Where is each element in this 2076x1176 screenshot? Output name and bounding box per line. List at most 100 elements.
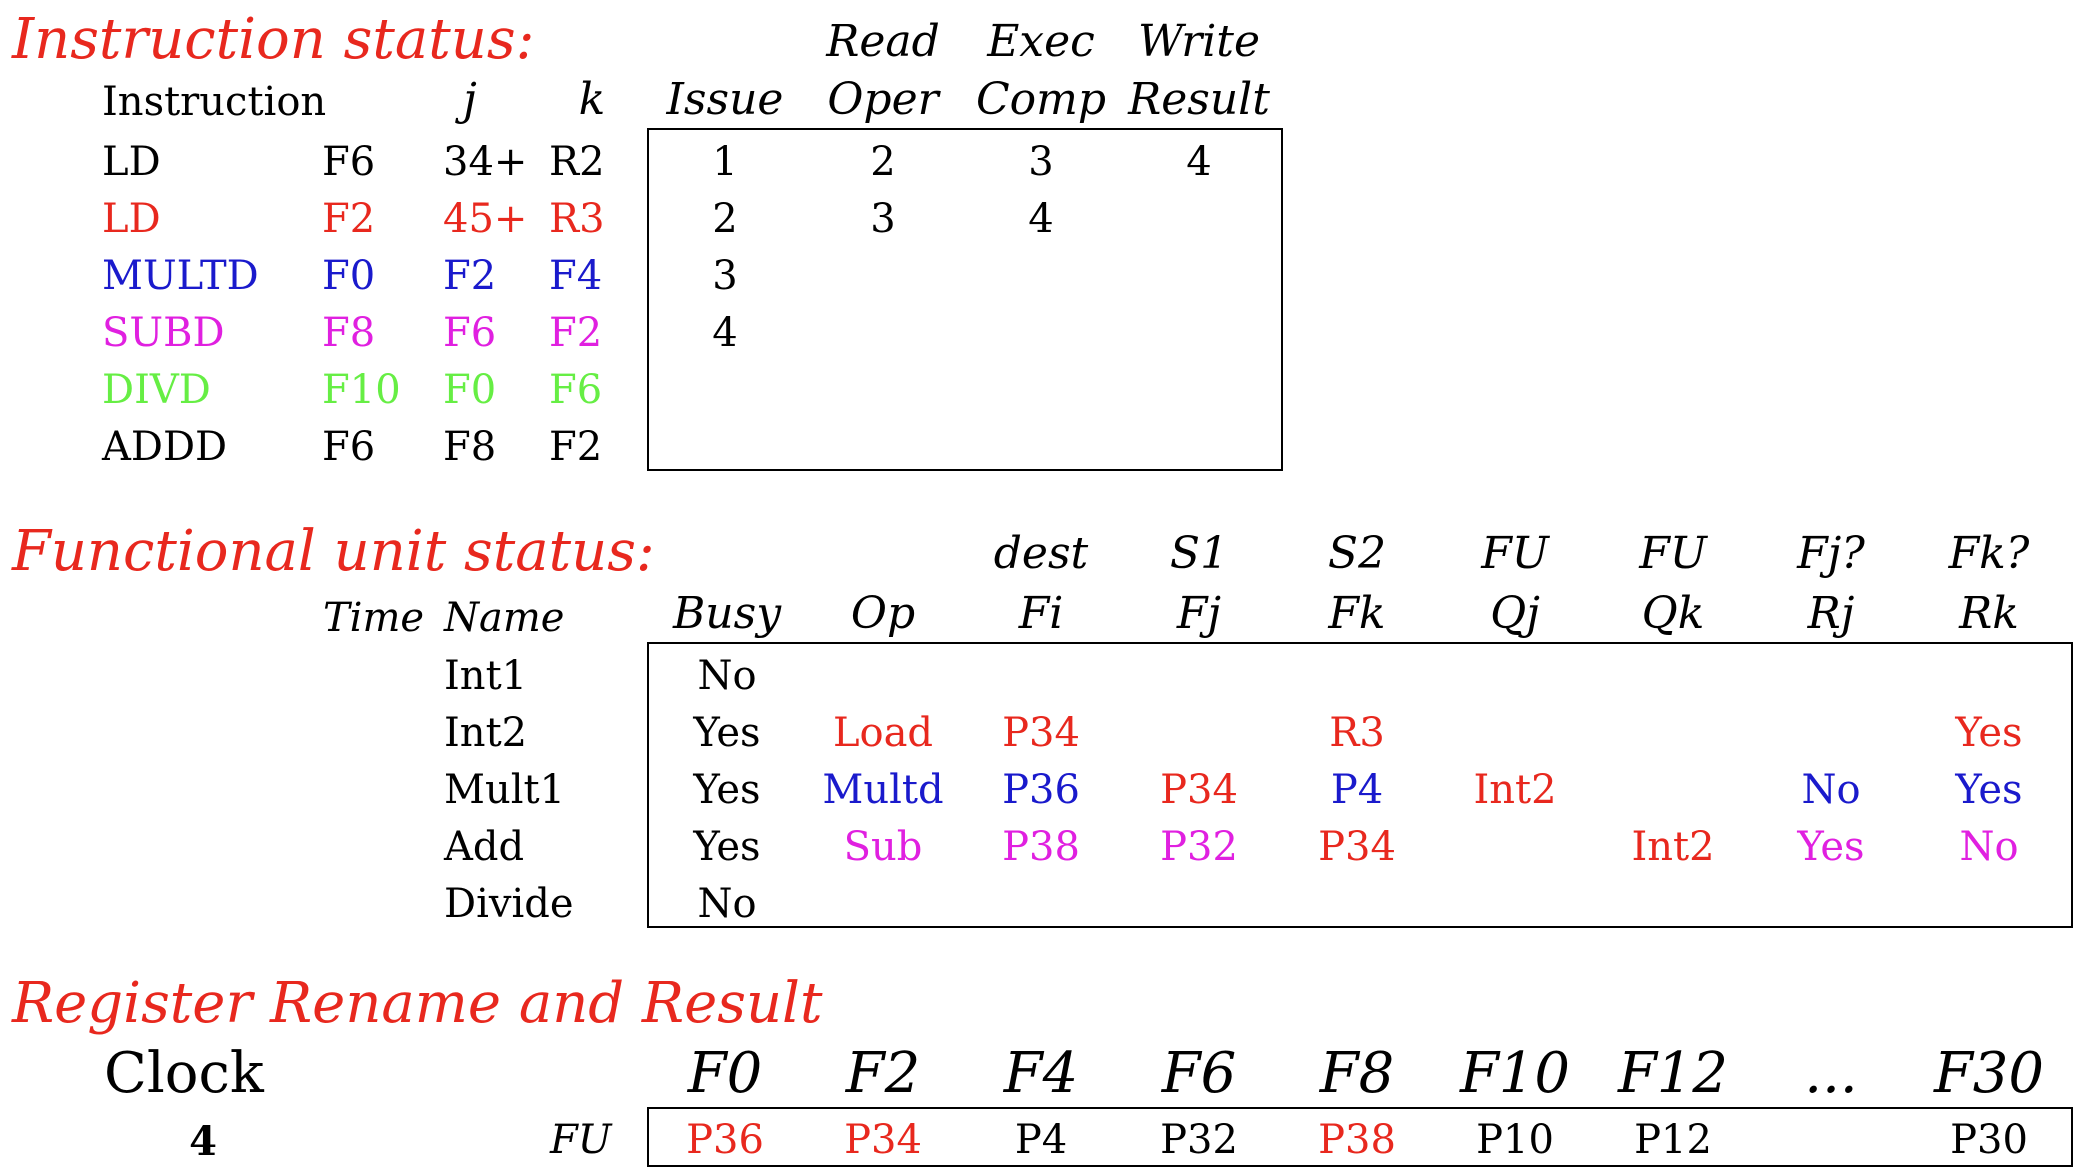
register-value: P30 — [1950, 1117, 2028, 1163]
register-header: F10 — [1459, 1041, 1571, 1106]
fu-busy: Yes — [693, 767, 761, 813]
fu-qk: Int2 — [1631, 824, 1715, 870]
fu-rj: Yes — [1797, 824, 1865, 870]
fu-busy: Yes — [693, 824, 761, 870]
instr-j: 34+ — [443, 139, 528, 185]
clock-value: 4 — [189, 1118, 217, 1165]
instr-op: SUBD — [102, 310, 225, 356]
instr-bottom-header-result: Result — [1128, 74, 1270, 125]
fu-fi: P34 — [1002, 710, 1080, 756]
fu-bottom-header-fk: Fk — [1328, 588, 1386, 639]
fu-fj: P34 — [1160, 767, 1238, 813]
time-col-header: Time — [323, 595, 425, 641]
fu-bottom-header-qj: Qj — [1490, 588, 1540, 639]
instr-op: MULTD — [102, 253, 259, 299]
instr-bottom-header-oper: Oper — [827, 74, 939, 125]
register-header: F30 — [1933, 1041, 2045, 1106]
instr-exec-cycle: 4 — [1028, 196, 1054, 242]
name-col-header: Name — [444, 595, 565, 641]
instr-exec-cycle: 3 — [1028, 139, 1054, 185]
fu-op: Sub — [843, 824, 923, 870]
instr-op: ADDD — [102, 424, 228, 470]
register-value: P34 — [844, 1117, 922, 1163]
fu-fi: P36 — [1002, 767, 1080, 813]
register-header: F12 — [1617, 1041, 1729, 1106]
fu-rj: No — [1801, 767, 1861, 813]
register-value: P10 — [1476, 1117, 1554, 1163]
register-rename-title: Register Rename and Result — [12, 971, 823, 1036]
instr-issue-cycle: 4 — [712, 310, 738, 356]
fu-name: Mult1 — [444, 767, 566, 813]
fu-fj: P32 — [1160, 824, 1238, 870]
instr-top-header-exec: Exec — [987, 16, 1095, 67]
j-col-header: j — [463, 74, 477, 125]
fu-bottom-header-fi: Fi — [1018, 588, 1064, 639]
register-value: P38 — [1318, 1117, 1396, 1163]
functional-unit-status-title: Functional unit status: — [12, 519, 655, 584]
fu-top-header: S2 — [1327, 528, 1387, 579]
fu-bottom-header-rj: Rj — [1807, 588, 1855, 639]
k-col-header: k — [578, 74, 606, 125]
fu-name: Int1 — [444, 653, 528, 699]
fu-fk: R3 — [1329, 710, 1385, 756]
instr-top-header-write: Write — [1137, 16, 1261, 67]
fu-busy: No — [697, 653, 757, 699]
fu-rk: No — [1959, 824, 2019, 870]
fu-bottom-header-qk: Qk — [1641, 588, 1705, 639]
register-header: F2 — [845, 1041, 921, 1106]
fu-bottom-header-rk: Rk — [1959, 588, 2019, 639]
instr-dest: F8 — [322, 310, 376, 356]
instr-dest: F6 — [322, 139, 376, 185]
instr-top-header-read: Read — [826, 16, 940, 67]
fu-top-header: FU — [1481, 528, 1549, 579]
instr-read-cycle: 2 — [870, 139, 896, 185]
instr-k: F6 — [549, 367, 603, 413]
fu-busy: No — [697, 881, 757, 927]
fu-fk: P4 — [1330, 767, 1384, 813]
instr-j: 45+ — [443, 196, 528, 242]
instruction-status-box — [647, 128, 1283, 471]
register-value: P4 — [1014, 1117, 1068, 1163]
instr-issue-cycle: 3 — [712, 253, 738, 299]
instr-dest: F2 — [322, 196, 376, 242]
instr-op: LD — [102, 196, 161, 242]
register-header: F8 — [1319, 1041, 1395, 1106]
register-value: P12 — [1634, 1117, 1712, 1163]
fu-bottom-header-fj: Fj — [1176, 588, 1222, 639]
fu-rk: Yes — [1955, 767, 2023, 813]
fu-top-header: FU — [1639, 528, 1707, 579]
fu-busy: Yes — [693, 710, 761, 756]
instr-op: DIVD — [102, 367, 211, 413]
fu-bottom-header-op: Op — [850, 588, 916, 639]
fu-qj: Int2 — [1473, 767, 1557, 813]
instr-k: F4 — [549, 253, 603, 299]
register-value: P36 — [686, 1117, 764, 1163]
instr-op: LD — [102, 139, 161, 185]
instruction-status-title: Instruction status: — [12, 7, 535, 72]
instr-dest: F0 — [322, 253, 376, 299]
register-header: ... — [1804, 1041, 1858, 1106]
fu-fi: P38 — [1002, 824, 1080, 870]
fu-top-header: Fk? — [1948, 528, 2030, 579]
instr-read-cycle: 3 — [870, 196, 896, 242]
fu-name: Int2 — [444, 710, 528, 756]
register-header: F6 — [1161, 1041, 1237, 1106]
register-header: F0 — [687, 1041, 763, 1106]
instr-dest: F6 — [322, 424, 376, 470]
instr-issue-cycle: 1 — [712, 139, 738, 185]
instr-k: F2 — [549, 310, 603, 356]
fu-op: Multd — [822, 767, 944, 813]
instr-dest: F10 — [322, 367, 401, 413]
fu-rk: Yes — [1955, 710, 2023, 756]
fu-row-label: FU — [550, 1117, 612, 1163]
fu-name: Divide — [444, 881, 574, 927]
instr-j: F8 — [443, 424, 497, 470]
instr-j: F6 — [443, 310, 497, 356]
fu-top-header: Fj? — [1797, 528, 1865, 579]
instr-k: R2 — [549, 139, 605, 185]
fu-name: Add — [444, 824, 525, 870]
instr-k: R3 — [549, 196, 605, 242]
fu-bottom-header-busy: Busy — [672, 588, 782, 639]
instr-bottom-header-comp: Comp — [975, 74, 1107, 125]
register-value: P32 — [1160, 1117, 1238, 1163]
